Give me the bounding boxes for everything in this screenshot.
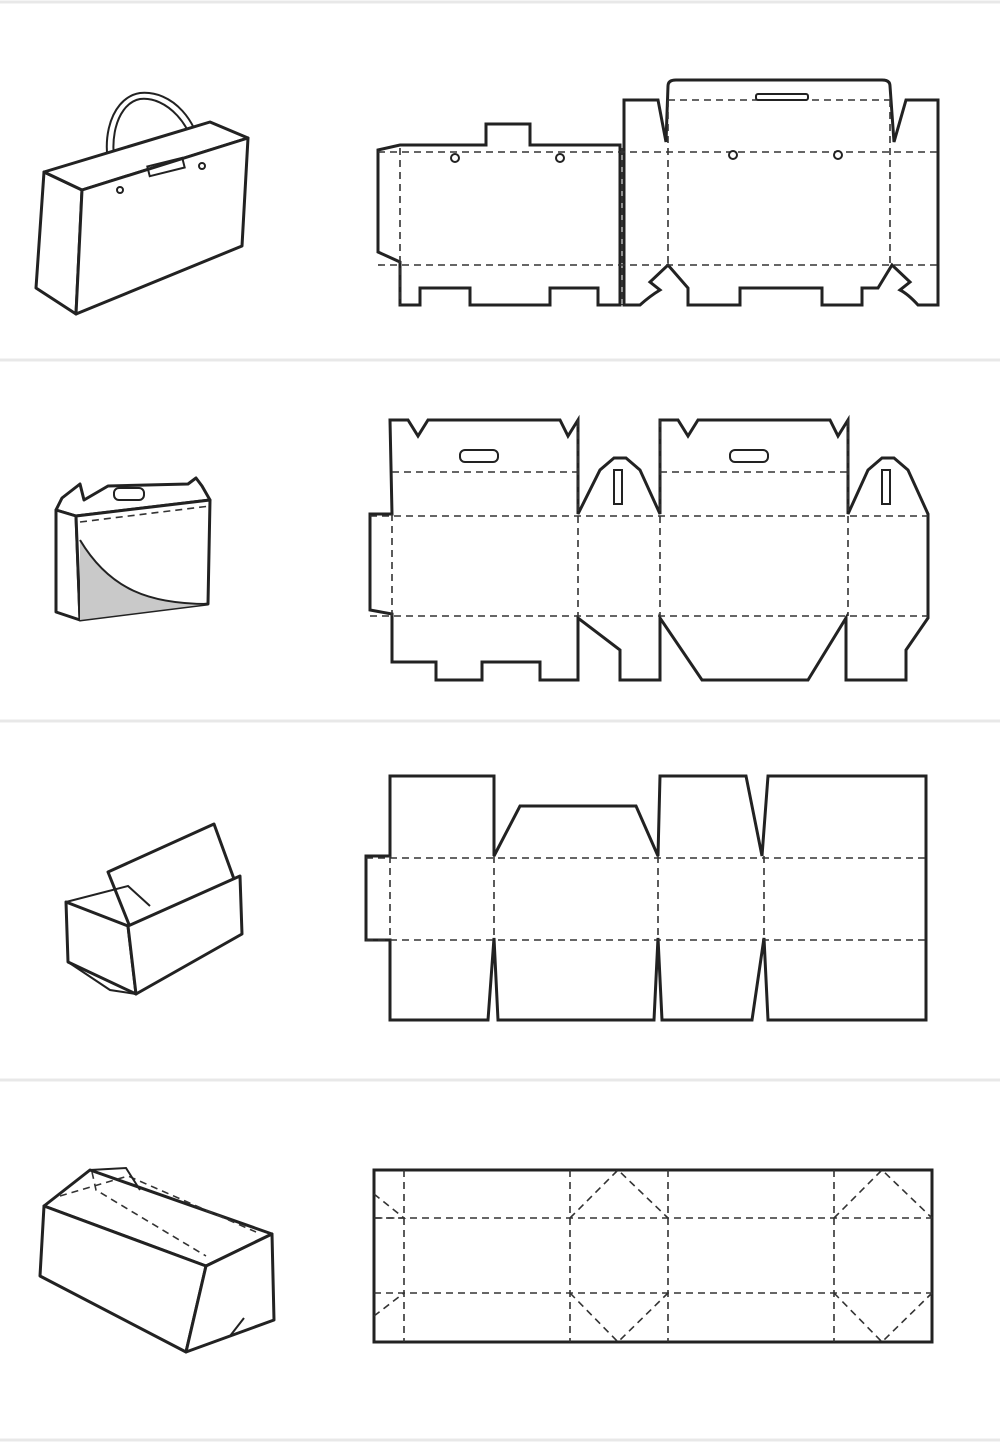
gable-carry-box-icon: [54, 476, 212, 622]
suitcase-box-dieline: [376, 78, 940, 307]
gable-box-dieline: [368, 414, 930, 682]
tuck-box-dieline: [364, 774, 928, 1022]
open-lid-box-icon: [64, 822, 244, 996]
handled-suitcase-box-icon: [34, 91, 250, 316]
folded-end-box-icon: [38, 1166, 276, 1354]
wrap-box-dieline: [372, 1168, 934, 1344]
